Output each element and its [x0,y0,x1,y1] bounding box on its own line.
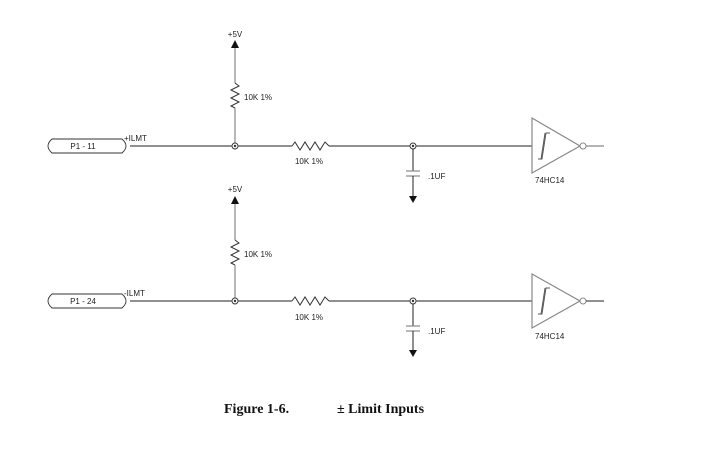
signal-label: +ILMT [124,134,147,143]
series-resistor-label: 10K 1% [295,313,323,322]
series-resistor-label: 10K 1% [295,157,323,166]
gate-label: 74HC14 [535,332,565,341]
inverter-triangle-icon [531,116,582,175]
junction-dot-icon [233,299,237,303]
junction-dot-icon [411,299,415,303]
pullup-resistor-icon [229,82,241,109]
ground-arrow-icon [409,196,417,203]
hysteresis-icon [538,287,550,315]
hysteresis-icon [538,132,550,160]
series-resistor-icon [291,141,330,151]
junction-dot-icon [233,144,237,148]
inverter-triangle-icon [531,272,582,330]
gate-label: 74HC14 [535,176,565,185]
inversion-bubble-icon [579,142,587,150]
pullup-resistor-icon [229,239,241,266]
connector-p1-24: P1 - 24 [47,293,127,309]
supply-label: +5V [228,185,243,194]
signal-label: -ILMT [124,289,145,298]
connector-label: P1 - 24 [70,297,96,306]
circuit-plus-ilmt: P1 - 11 +ILMT +5V 10K 1% 10K 1% .1UF [47,30,604,203]
figure-caption: Figure 1-6. ± Limit Inputs [224,402,425,417]
connector-p1-11: P1 - 11 [47,138,127,154]
junction-dot-icon [411,144,415,148]
series-resistor-icon [291,296,330,306]
connector-shape [47,138,127,154]
connector-shape [47,293,127,309]
capacitor-label: .1UF [428,327,445,336]
ground-arrow-icon [409,350,417,357]
figure-title: ± Limit Inputs [337,402,425,417]
circuit-minus-ilmt: P1 - 24 -ILMT +5V 10K 1% 10K 1% .1UF 74H… [47,185,604,357]
inversion-bubble-icon [579,297,587,305]
connector-label: P1 - 11 [70,142,96,151]
supply-arrow-icon [231,196,239,204]
supply-arrow-icon [231,40,239,48]
figure-number: Figure 1-6. [224,402,289,417]
pullup-resistor-label: 10K 1% [244,250,272,259]
pullup-resistor-label: 10K 1% [244,93,272,102]
schmitt-inverter-gate: 74HC14 [531,272,604,341]
supply-label: +5V [228,30,243,39]
capacitor-label: .1UF [428,172,445,181]
schmitt-inverter-gate: 74HC14 [531,116,604,185]
